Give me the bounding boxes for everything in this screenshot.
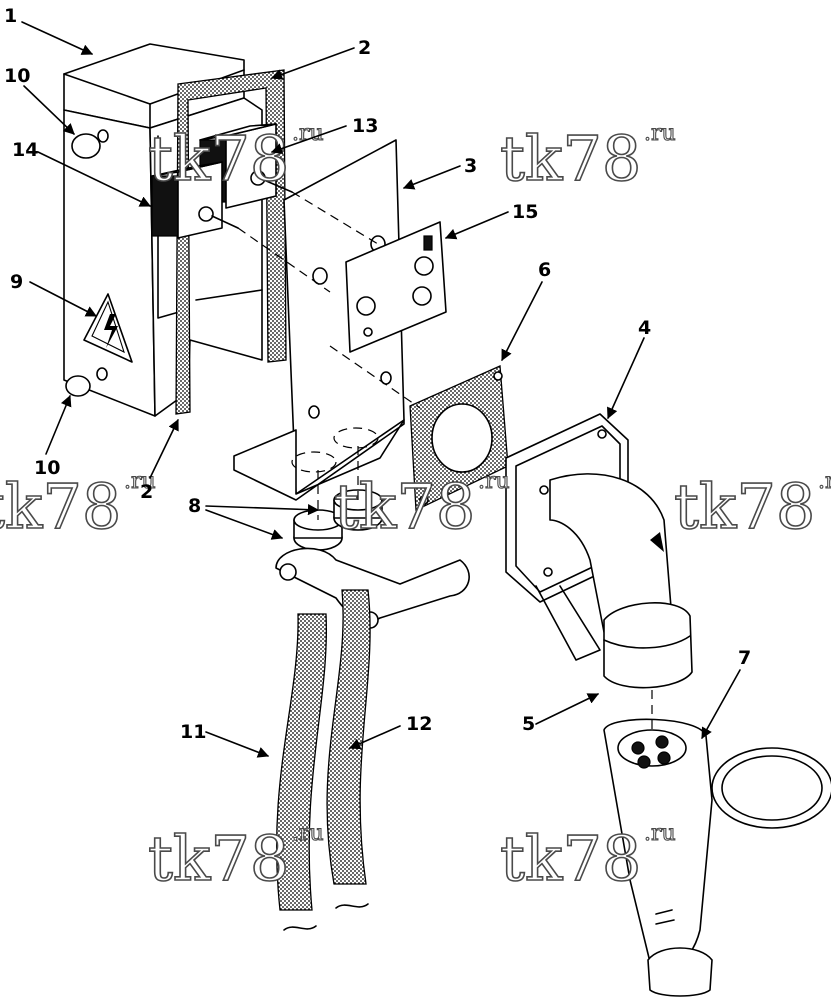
watermark-suffix: .ru bbox=[644, 821, 676, 846]
callout-10-top: 10 bbox=[4, 65, 30, 87]
callout-2-bottom: 2 bbox=[140, 481, 153, 503]
watermark-suffix: .ru bbox=[292, 821, 324, 846]
watermarks: tk78 .ru tk78 .ru tk78 .ru tk78 .ru tk78… bbox=[0, 120, 831, 895]
watermark-suffix: .ru bbox=[292, 121, 324, 146]
callout-15: 15 bbox=[512, 201, 538, 223]
gasket-strip bbox=[175, 69, 287, 415]
callout-2-top: 2 bbox=[358, 37, 371, 59]
watermark-suffix: .ru bbox=[124, 469, 156, 494]
callout-10-bottom: 10 bbox=[34, 457, 60, 479]
watermark-suffix: .ru bbox=[644, 121, 676, 146]
callout-6: 6 bbox=[538, 259, 551, 281]
watermark-text: tk78 bbox=[148, 122, 289, 195]
assembly-lines bbox=[237, 191, 653, 730]
flexible-conduits bbox=[275, 589, 371, 931]
callout-12: 12 bbox=[406, 713, 432, 735]
callout-3: 3 bbox=[464, 155, 477, 177]
callout-13: 13 bbox=[352, 115, 378, 137]
watermark-text: tk78 bbox=[148, 822, 289, 895]
callout-7: 7 bbox=[738, 647, 751, 669]
watermark-text: tk78 bbox=[500, 122, 641, 195]
callout-labels: 1 2 2 3 4 5 6 7 8 9 10 10 11 12 13 14 15 bbox=[4, 5, 751, 743]
callout-1: 1 bbox=[4, 5, 17, 27]
callout-4: 4 bbox=[638, 317, 651, 339]
callout-9: 9 bbox=[10, 271, 23, 293]
callout-11: 11 bbox=[180, 721, 206, 743]
label-plate bbox=[345, 221, 447, 353]
callout-5: 5 bbox=[522, 713, 535, 735]
plug-caps bbox=[65, 133, 101, 397]
callout-8: 8 bbox=[188, 495, 201, 517]
warning-sign bbox=[83, 293, 133, 363]
watermark-text: tk78 bbox=[0, 470, 121, 543]
leader-arrows bbox=[21, 21, 741, 758]
angled-socket bbox=[505, 413, 693, 689]
cable-plug bbox=[603, 718, 831, 997]
watermark-suffix: .ru bbox=[818, 469, 831, 494]
mounting-bracket bbox=[233, 139, 405, 501]
watermark-text: tk78 bbox=[334, 470, 475, 543]
watermark-text: tk78 bbox=[500, 822, 641, 895]
switch-14 bbox=[151, 161, 239, 239]
watermark-suffix: .ru bbox=[478, 469, 510, 494]
square-gasket bbox=[409, 365, 509, 512]
callout-14: 14 bbox=[12, 139, 38, 161]
watermark-text: tk78 bbox=[674, 470, 815, 543]
